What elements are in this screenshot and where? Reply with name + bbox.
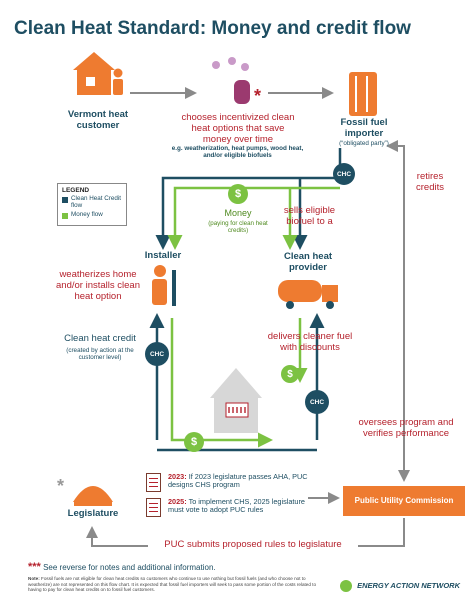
footnote: Note: Fossil fuels are not eligible for … <box>28 576 328 593</box>
document-icon <box>146 498 161 517</box>
chc-badge-provider: CHC <box>305 390 329 414</box>
org-name: ENERGY ACTION NETWORK <box>357 580 461 590</box>
timeline-entry: 2023: If 2023 legislature passes AHA, PU… <box>168 472 316 492</box>
fuel-tank-icon <box>349 72 377 116</box>
timeline: 2023: If 2023 legislature passes AHA, PU… <box>146 472 316 523</box>
legend-money: Money flow <box>62 210 122 219</box>
chc-badge-importer: CHC <box>333 163 355 185</box>
timeline-item: 2025: To implement CHS, 2025 legislature… <box>146 497 316 517</box>
fuel-truck-icon <box>278 280 338 309</box>
timeline-entry: 2025: To implement CHS, 2025 legislature… <box>168 497 316 517</box>
importer-sublabel: (“obligated party”) <box>339 140 389 147</box>
legend-money-swatch <box>62 212 68 219</box>
asterisks-icon: *** <box>28 561 41 573</box>
legend-credit: Clean Heat Credit flow <box>62 195 122 210</box>
home-icon <box>210 368 262 433</box>
credit-note-label: Clean heat credit <box>64 333 136 344</box>
asterisk-choice: * <box>254 86 262 106</box>
puc-box: Public Utility Commission <box>343 486 465 516</box>
timeline-year: 2025: <box>168 497 187 506</box>
chc-badge-installer: CHC <box>145 342 169 366</box>
dollar-badge-top: $ <box>228 184 248 204</box>
house-person-icon <box>73 52 123 95</box>
legend: LEGEND Clean Heat Credit flow Money flow <box>57 183 127 226</box>
choice-text: chooses incentivized clean heat options … <box>181 112 295 145</box>
dollar-badge-bottom: $ <box>184 432 204 452</box>
installer-action: weatherizes home and/or installs clean h… <box>56 269 140 302</box>
money-flow-installer <box>167 186 340 250</box>
importer-label: Fossil fuel importer <box>340 117 388 139</box>
provider-label: Clean heat provider <box>283 251 333 273</box>
reverse-row: *** See reverse for notes and additional… <box>28 561 216 573</box>
timeline-year: 2023: <box>168 472 187 481</box>
timeline-text: If 2023 legislature passes AHA, PUC desi… <box>168 472 308 490</box>
proposed-text: PUC submits proposed rules to legislatur… <box>148 539 358 551</box>
installer-icon <box>152 265 176 306</box>
legend-credit-label: Clean Heat Credit flow <box>71 195 122 209</box>
money-to-home <box>170 318 273 448</box>
legislature-label: Legislature <box>67 508 119 519</box>
provider-action: delivers cleaner fuel with discounts <box>267 331 353 353</box>
footnote-label: Note: <box>28 576 40 581</box>
choice-examples: e.g. weatherization, heat pumps, wood he… <box>171 145 304 160</box>
reverse-text: See reverse for notes and additional inf… <box>43 563 216 572</box>
org-logo-icon <box>340 580 352 592</box>
customer-label: Vermont heat customer <box>67 109 129 131</box>
retires-text: retires credits <box>416 171 444 193</box>
capitol-dome-icon <box>73 486 113 506</box>
dollar-badge-provider: $ <box>281 365 299 383</box>
legend-title: LEGEND <box>62 187 90 194</box>
oversees-text: oversees program and verifies performanc… <box>358 417 454 439</box>
footnote-text: Fossil fuels are not eligible for clean … <box>28 576 317 593</box>
timeline-text: To implement CHS, 2025 legislature must … <box>168 497 305 515</box>
hand-choice-icon <box>212 57 250 104</box>
credit-note-sublabel: (created by action at the customer level… <box>66 347 134 362</box>
arrow-retires <box>386 140 405 462</box>
money-sublabel: (paying for clean heat credits) <box>208 220 268 235</box>
installer-label: Installer <box>144 250 182 261</box>
page-title: Clean Heat Standard: Money and credit fl… <box>14 18 411 39</box>
money-label: Money <box>224 208 252 218</box>
legend-credit-swatch <box>62 197 68 203</box>
puc-label: Public Utility Commission <box>354 496 454 506</box>
document-icon <box>146 473 161 492</box>
asterisk-legislature: * <box>57 476 65 496</box>
legend-money-label: Money flow <box>71 210 103 218</box>
org-logo: ENERGY ACTION NETWORK <box>340 580 460 592</box>
sells-text: sells eligible biofuel to a <box>283 205 336 227</box>
timeline-item: 2023: If 2023 legislature passes AHA, PU… <box>146 472 316 492</box>
